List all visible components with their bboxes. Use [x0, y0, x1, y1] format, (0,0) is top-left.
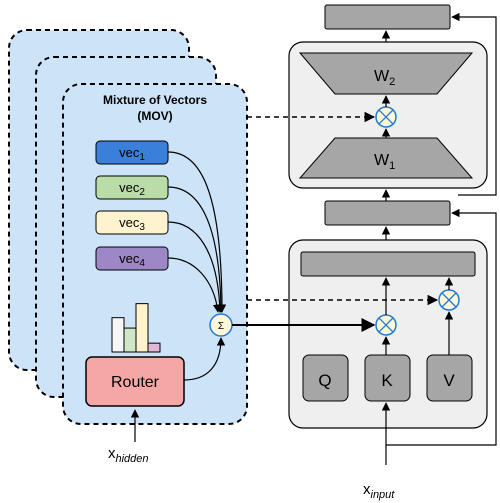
- key-multiply-cross-b: [378, 317, 394, 333]
- ffn-multiply-cross-b: [378, 109, 394, 125]
- router-box: [85, 356, 185, 407]
- output-norm-block: [324, 4, 451, 30]
- vec-label-4: vec4: [119, 251, 145, 269]
- vector-list: vec1 vec2 vec3 vec4: [95, 140, 169, 271]
- mov-title-line1: Mixture of Vectors: [103, 93, 207, 107]
- vec3-to-sum-curve: [167, 221, 224, 313]
- query-box: [302, 354, 349, 402]
- sum-symbol: Σ: [218, 321, 224, 332]
- vec2-to-sum-curve: [167, 186, 226, 313]
- w2-projection: [298, 52, 474, 95]
- value-label: V: [443, 371, 455, 390]
- histogram-bar-3: [135, 303, 149, 353]
- router-to-sum-curve: [183, 337, 226, 381]
- vec1-to-sum-curve: [167, 151, 227, 313]
- w2-label: W2: [374, 68, 395, 88]
- vec4-to-sum-curve: [167, 257, 222, 313]
- mid-norm-block: [324, 200, 451, 226]
- histogram-bar-2: [123, 327, 137, 353]
- vec-label-1: vec1: [119, 145, 145, 163]
- x-input-label: xinput: [363, 481, 395, 501]
- router-weights-histogram: [111, 303, 161, 353]
- vec-label-2: vec2: [119, 180, 145, 198]
- histogram-bar-1: [111, 317, 125, 353]
- w1-projection: [298, 137, 474, 179]
- residual-attention: [386, 208, 497, 446]
- residual-ffn: [451, 12, 497, 196]
- vec-label-3: vec3: [119, 215, 145, 233]
- value-multiply-cross-b: [441, 292, 457, 308]
- key-label: K: [381, 371, 393, 390]
- histogram-bar-4: [147, 342, 161, 353]
- router-label: Router: [111, 374, 160, 391]
- mov-title-line2: (MOV): [137, 109, 172, 123]
- w1-label: W1: [374, 152, 395, 172]
- attention-output-block: [300, 251, 476, 277]
- key-box: [364, 354, 411, 402]
- query-label: Q: [318, 371, 331, 390]
- x-hidden-label: xhidden: [108, 445, 149, 465]
